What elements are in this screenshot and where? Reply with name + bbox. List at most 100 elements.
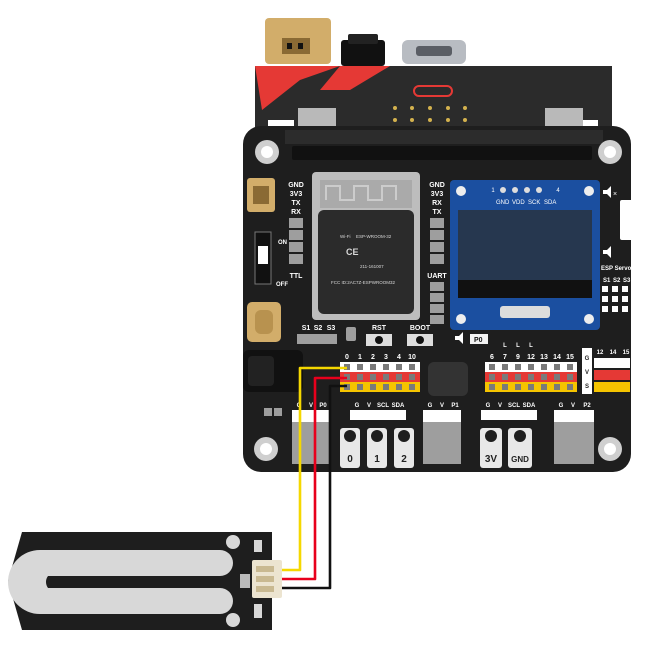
svg-text:S1: S1 [302,325,311,332]
svg-text:V: V [309,403,313,409]
speaker-icon [603,246,611,258]
svg-text:S: S [585,384,589,390]
speaker-p0-icon [455,332,463,344]
svg-text:9: 9 [516,354,520,361]
wifi-text: Wi-Fi [340,234,351,239]
svg-text:3V3: 3V3 [431,191,444,198]
svg-text:SDA: SDA [523,403,536,409]
svg-text:ESP Servo: ESP Servo [601,266,632,272]
rst-button[interactable]: RST [366,325,392,346]
svg-text:1: 1 [374,454,380,465]
connector-gv-scl-sda-1: G V SCL SDA [350,403,406,420]
svg-text:S3: S3 [327,325,336,332]
audio-jack [243,350,303,392]
svg-text:V: V [440,403,444,409]
power-switch[interactable] [254,231,272,285]
svg-text:BOOT: BOOT [410,325,431,332]
esp-servo-header: ESP Servo S1 S2 S3 [601,266,632,312]
right-uart-pins [430,218,444,264]
svg-text:3: 3 [384,354,388,361]
svg-text:G: G [585,356,590,362]
side-switch[interactable] [620,200,634,240]
svg-text:RX: RX [291,209,301,216]
svg-text:4: 4 [397,354,401,361]
edge-pads: 0 1 2 3V GND [340,428,532,468]
connector-gvp2: G V P2 [554,403,594,464]
svg-text:RST: RST [372,325,387,332]
pin-header-right: L L L 6 7 9 12 13 14 15 [485,343,577,392]
wire-yellow [282,366,347,572]
svg-text:G: G [559,403,564,409]
svg-text:7: 7 [503,354,507,361]
mounting-holes [254,140,622,461]
uart-label: UART [427,273,447,280]
edge-connector-slot [292,146,592,160]
svg-text:P2: P2 [583,403,591,409]
svg-text:G: G [355,403,360,409]
svg-text:0: 0 [347,454,353,465]
sensor-wires [282,366,347,590]
svg-text:G: G [486,403,491,409]
module-name: ESP-WROOM-32 [356,234,392,239]
microbit-top-connectors [265,18,466,66]
svg-text:V: V [585,370,589,376]
oled-pin-vdd: VDD [512,200,525,206]
svg-text:G: G [428,403,433,409]
svg-text:2: 2 [371,354,375,361]
ce-mark: CE [346,247,359,257]
svg-text:15: 15 [566,354,574,361]
svg-text:V: V [498,403,502,409]
fcc-id: FCC ID:2AC7Z-ESPWROOM32 [331,280,396,285]
oled-pin1-label: 1 [491,188,495,194]
oled-display: 1 4 GND VDD SCK SDA [450,180,600,330]
svg-text:GND: GND [288,182,304,189]
left-uart-pins [289,218,303,264]
esp-wroom-32-module: Wi-Fi ESP-WROOM-32 CE 211-161007 FCC ID:… [312,172,420,320]
svg-text:TX: TX [433,209,442,216]
off-label: OFF [276,282,288,288]
svg-text:P0: P0 [474,337,483,344]
svg-text:12: 12 [527,354,535,361]
svg-text:×: × [613,191,617,198]
oled-pin-sck: SCK [528,200,540,206]
svg-text:TX: TX [292,200,301,207]
svg-text:1: 1 [358,354,362,361]
svg-text:L: L [516,343,520,349]
right-uart-labels: GND 3V3 RX TX [429,182,445,216]
svg-text:SDA: SDA [392,403,405,409]
wire-black [282,384,347,590]
oled-pin-gnd: GND [496,200,510,206]
svg-text:SCL: SCL [377,403,389,409]
soil-moisture-sensor [8,532,282,630]
svg-text:P1: P1 [451,403,459,409]
sensor-jst-connector [252,560,282,598]
battery-connector [247,178,275,212]
svg-text:S1: S1 [603,278,611,284]
svg-text:14: 14 [553,354,561,361]
svg-text:GND: GND [511,455,529,464]
inductor [428,362,468,396]
svg-text:10: 10 [408,354,416,361]
boot-button[interactable]: BOOT [407,325,433,346]
svg-text:V: V [571,403,575,409]
connector-gv-scl-sda-2: G V SCL SDA [481,403,537,420]
svg-text:15: 15 [623,350,630,356]
svg-text:S2: S2 [613,278,621,284]
svg-text:13: 13 [540,354,548,361]
svg-text:GND: GND [429,182,445,189]
lock-icon [346,327,356,341]
left-uart-labels: GND 3V3 TX RX [288,182,304,216]
svg-text:12: 12 [597,350,604,356]
small-pad [264,408,282,416]
ttl-label: TTL [290,273,304,280]
svg-text:V: V [367,403,371,409]
connector-gvp0: G V P0 [292,403,330,464]
s-buttons[interactable]: S1 S2 S3 [297,325,337,344]
svg-text:P0: P0 [319,403,327,409]
svg-text:0: 0 [345,354,349,361]
svg-text:SCL: SCL [508,403,520,409]
svg-text:3V3: 3V3 [290,191,303,198]
svg-text:6: 6 [490,354,494,361]
speaker-mute-icon: × [603,186,617,198]
